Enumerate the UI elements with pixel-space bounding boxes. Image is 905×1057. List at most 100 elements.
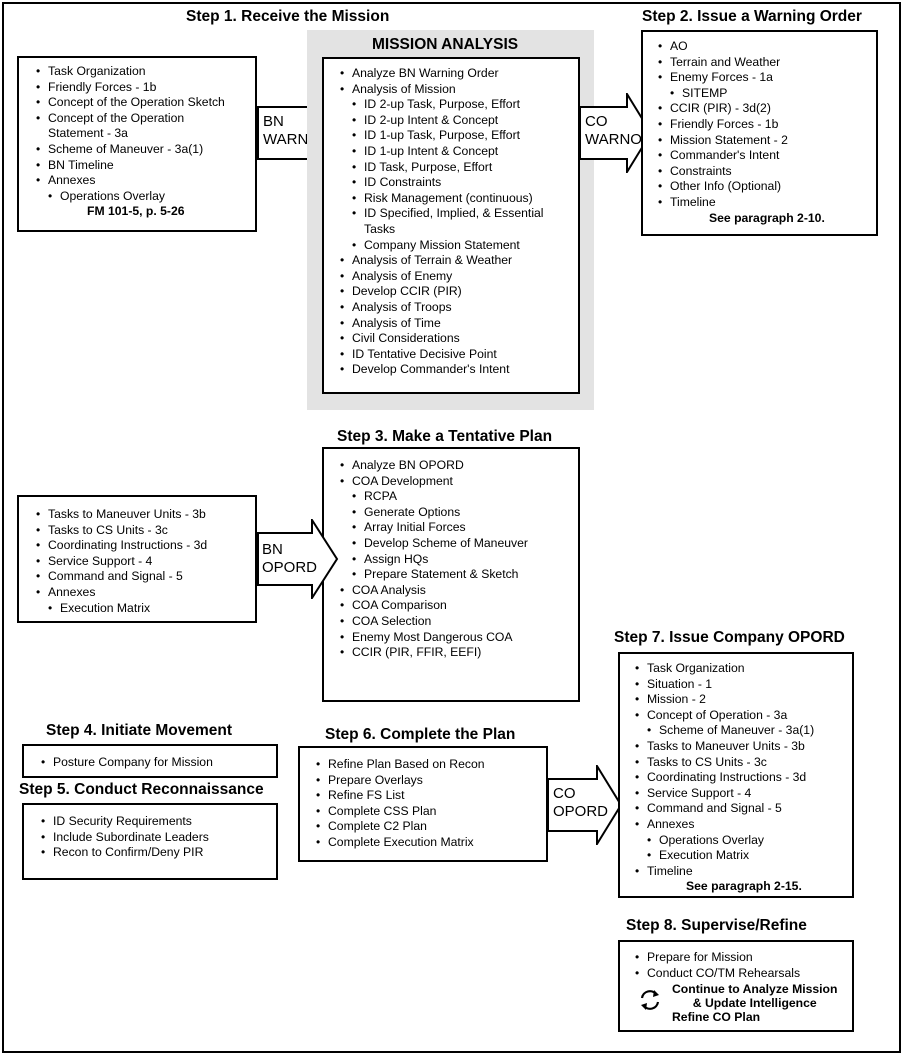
co-warno-arrow-shape	[579, 93, 653, 173]
list-item: Constraints	[657, 164, 876, 180]
list-item: Prepare Overlays	[315, 773, 546, 789]
list-item: Analysis of Troops	[339, 300, 578, 316]
list-item: Analysis of Time	[339, 316, 578, 332]
list-item: BN Timeline	[35, 158, 255, 174]
bn-warno-label-2: WARNO	[263, 131, 320, 148]
co-warno-label-2: WARNO	[585, 131, 642, 148]
list-item: Recon to Confirm/Deny PIR	[40, 845, 276, 861]
list-item: COA Comparison	[339, 598, 578, 614]
list-item: ID Specified, Implied, & Essential	[339, 206, 578, 222]
list-item: Execution Matrix	[35, 601, 255, 617]
step7-title: Step 7. Issue Company OPORD	[614, 629, 845, 646]
step8-cycle-line-1: Continue to Analyze Mission	[672, 982, 838, 996]
list-item: Prepare Statement & Sketch	[339, 567, 578, 583]
list-item: Refine Plan Based on Recon	[315, 757, 546, 773]
bn-opord-arrow-shape	[257, 519, 339, 599]
list-item: ID Security Requirements	[40, 814, 276, 830]
step2-box: AOTerrain and WeatherEnemy Forces - 1aSI…	[641, 30, 878, 236]
list-item: Commander's Intent	[657, 148, 876, 164]
list-item: Refine FS List	[315, 788, 546, 804]
list-item: Analyze BN OPORD	[339, 458, 578, 474]
co-opord-arrow-shape	[547, 765, 623, 845]
list-item: Analysis of Enemy	[339, 269, 578, 285]
step4-title: Step 4. Initiate Movement	[46, 722, 233, 739]
list-item: Concept of the Operation	[35, 111, 255, 127]
list-item: COA Development	[339, 474, 578, 490]
step8-cycle-text: Continue to Analyze Mission & Update Int…	[672, 982, 837, 1024]
step8-box: Prepare for MissionConduct CO/TM Rehears…	[618, 940, 854, 1032]
list-item: ID 1-up Task, Purpose, Effort	[339, 128, 578, 144]
step1-list: Task OrganizationFriendly Forces - 1bCon…	[35, 64, 255, 220]
list-item: Analyze BN Warning Order	[339, 66, 578, 82]
list-item: Annexes	[35, 173, 255, 189]
list-item: ID 2-up Task, Purpose, Effort	[339, 97, 578, 113]
list-item: Tasks	[364, 221, 396, 236]
step3-box: Analyze BN OPORDCOA DevelopmentRCPAGener…	[322, 447, 580, 702]
list-item: Other Info (Optional)	[657, 179, 876, 195]
list-item: Analysis of Mission	[339, 82, 578, 98]
list-item: Statement - 3a	[48, 126, 128, 141]
step8-title: Step 8. Supervise/Refine	[626, 917, 807, 934]
step6-list: Refine Plan Based on ReconPrepare Overla…	[315, 757, 546, 851]
list-item: AO	[657, 39, 876, 55]
list-item: SITEMP	[657, 86, 876, 102]
list-item: Enemy Forces - 1a	[657, 70, 876, 86]
list-item: Risk Management (continuous)	[339, 191, 578, 207]
mission-analysis-title: MISSION ANALYSIS	[372, 36, 519, 53]
list-item: Operations Overlay	[634, 833, 852, 849]
step8-list: Prepare for MissionConduct CO/TM Rehears…	[634, 950, 852, 981]
bn-opord-label-2: OPORD	[262, 559, 318, 576]
co-opord-label-2: OPORD	[553, 803, 609, 820]
list-item: Annexes	[35, 585, 255, 601]
list-item: Tasks to CS Units - 3c	[634, 755, 852, 771]
step4-box: Posture Company for Mission	[22, 744, 278, 778]
list-item: FM 101-5, p. 5-26	[87, 204, 185, 219]
step5-list: ID Security RequirementsInclude Subordin…	[40, 814, 276, 861]
list-item: Friendly Forces - 1b	[35, 80, 255, 96]
bn-opord-arrow: BN OPORD	[257, 519, 339, 599]
list-item: Array Initial Forces	[339, 520, 578, 536]
list-item: Scheme of Maneuver - 3a(1)	[35, 142, 255, 158]
bn-opord-source-box: Tasks to Maneuver Units - 3bTasks to CS …	[17, 495, 257, 623]
list-item: CCIR (PIR, FFIR, EEFI)	[339, 645, 578, 661]
list-item: Develop CCIR (PIR)	[339, 284, 578, 300]
step5-box: ID Security RequirementsInclude Subordin…	[22, 803, 278, 880]
step3-list: Analyze BN OPORDCOA DevelopmentRCPAGener…	[339, 458, 578, 661]
list-item: Annexes	[634, 817, 852, 833]
list-item: Timeline	[657, 195, 876, 211]
list-item: Complete C2 Plan	[315, 819, 546, 835]
bn-opord-label-1: BN	[262, 541, 283, 558]
list-item: Concept of Operation - 3a	[634, 708, 852, 724]
step6-title: Step 6. Complete the Plan	[325, 726, 516, 743]
list-item: COA Selection	[339, 614, 578, 630]
list-item: Civil Considerations	[339, 331, 578, 347]
list-item: ID Tentative Decisive Point	[339, 347, 578, 363]
list-item: Operations Overlay	[35, 189, 255, 205]
step2-list: AOTerrain and WeatherEnemy Forces - 1aSI…	[657, 39, 876, 226]
list-item: Conduct CO/TM Rehearsals	[634, 966, 852, 982]
list-item: Complete Execution Matrix	[315, 835, 546, 851]
co-warno-arrow: CO WARNO	[579, 93, 653, 173]
bn-warno-label-1: BN	[263, 113, 284, 130]
step5-title: Step 5. Conduct Reconnaissance	[19, 781, 264, 798]
step3-title: Step 3. Make a Tentative Plan	[337, 428, 553, 445]
list-item: Task Organization	[634, 661, 852, 677]
list-item: Tasks to Maneuver Units - 3b	[35, 507, 255, 523]
list-item: Execution Matrix	[634, 848, 852, 864]
list-item: Scheme of Maneuver - 3a(1)	[634, 723, 852, 739]
step6-box: Refine Plan Based on ReconPrepare Overla…	[298, 746, 548, 862]
step8-cycle-line-2: & Update Intelligence	[692, 996, 817, 1010]
list-item: Service Support - 4	[634, 786, 852, 802]
co-opord-arrow: CO OPORD	[547, 765, 623, 845]
list-item: Tasks to CS Units - 3c	[35, 523, 255, 539]
mission-analysis-box: Analyze BN Warning OrderAnalysis of Miss…	[322, 57, 580, 394]
list-item: Coordinating Instructions - 3d	[634, 770, 852, 786]
list-item: Posture Company for Mission	[40, 755, 276, 771]
list-item: Tasks to Maneuver Units - 3b	[634, 739, 852, 755]
list-item: Analysis of Terrain & Weather	[339, 253, 578, 269]
list-item: Develop Commander's Intent	[339, 362, 578, 378]
list-item: ID Constraints	[339, 175, 578, 191]
list-item: ID Task, Purpose, Effort	[339, 160, 578, 176]
list-item: Coordinating Instructions - 3d	[35, 538, 255, 554]
